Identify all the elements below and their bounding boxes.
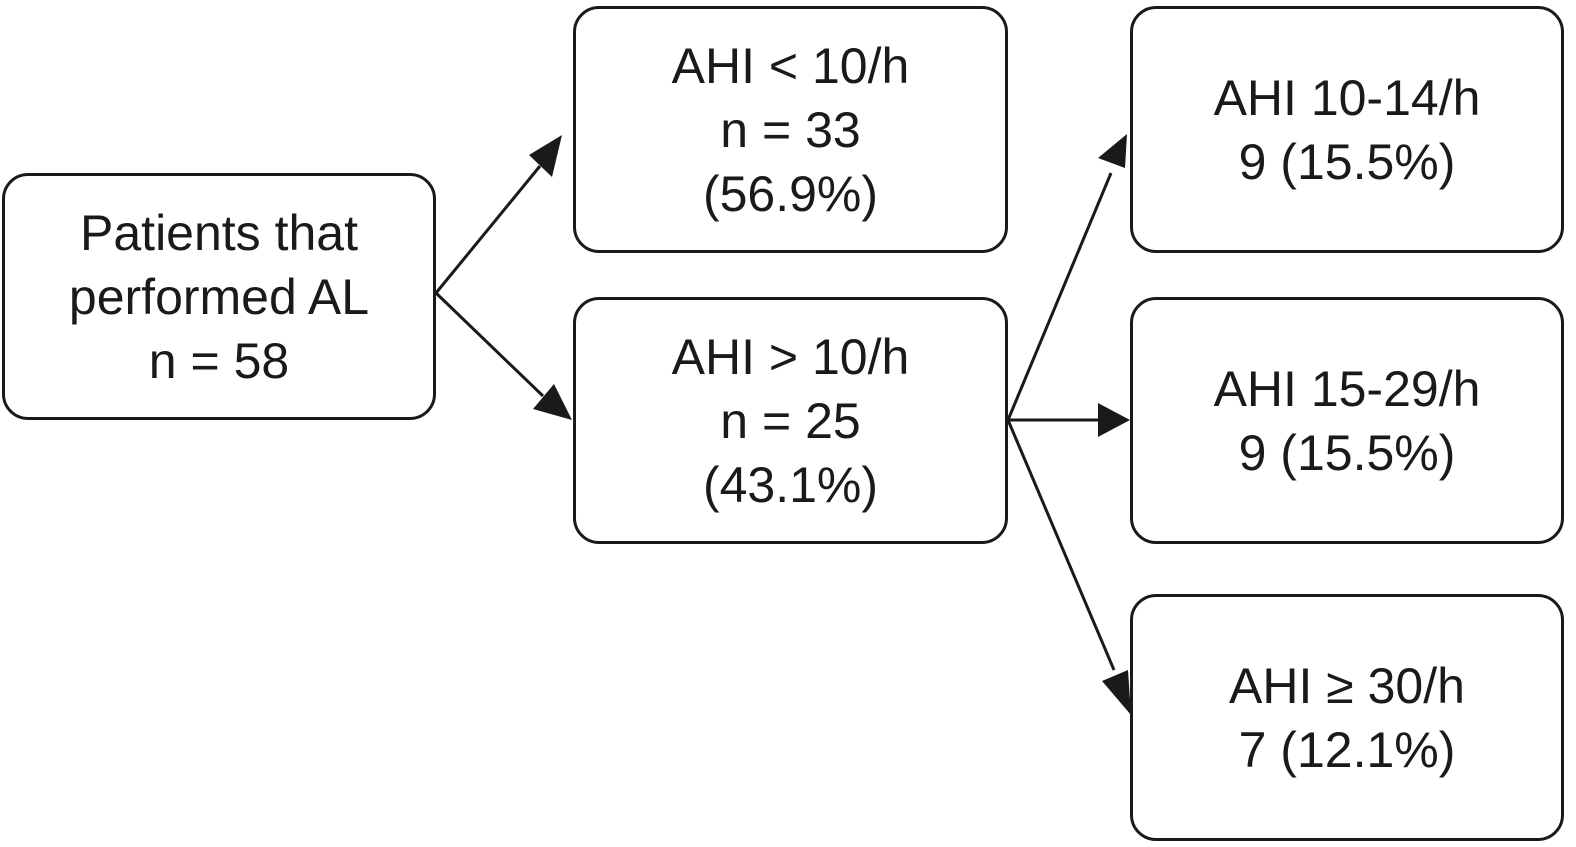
root-line-1: Patients that: [80, 204, 358, 261]
moderate-line-2: 9 (15.5%): [1238, 424, 1456, 481]
severe-line-2: 7 (12.1%): [1238, 721, 1456, 778]
node-ahi-below-10: AHI < 10/h n = 33 (56.9%): [573, 6, 1008, 253]
arrow-above-to-mild: [1006, 172, 1113, 421]
below-line-3: (56.9%): [702, 165, 879, 222]
below-line-2: n = 33: [720, 101, 861, 158]
above-line-2: n = 25: [720, 392, 861, 449]
arrowhead-severe: [1102, 670, 1131, 715]
severe-line-1: AHI ≥ 30/h: [1229, 657, 1465, 714]
mild-line-2: 9 (15.5%): [1238, 133, 1456, 190]
arrow-root-to-below: [434, 165, 542, 294]
mild-line-1: AHI 10-14/h: [1213, 69, 1481, 126]
arrow-above-to-severe: [1006, 419, 1116, 671]
root-line-3: n = 58: [148, 332, 290, 389]
root-node-patients: Patients that performed AL n = 58: [2, 173, 436, 420]
root-line-2: performed AL: [68, 268, 370, 325]
arrowhead-mild: [1098, 134, 1127, 168]
above-line-1: AHI > 10/h: [671, 328, 910, 385]
arrow-root-to-above: [434, 291, 545, 398]
node-ahi-above-10: AHI > 10/h n = 25 (43.1%): [573, 297, 1008, 544]
node-ahi-10-14: AHI 10-14/h 9 (15.5%): [1130, 6, 1564, 253]
moderate-line-1: AHI 15-29/h: [1213, 360, 1481, 417]
node-ahi-30-plus: AHI ≥ 30/h 7 (12.1%): [1130, 594, 1564, 841]
arrowhead-above: [533, 384, 572, 420]
arrowhead-moderate: [1098, 403, 1130, 437]
arrowhead-below: [529, 135, 562, 177]
above-line-3: (43.1%): [702, 456, 879, 513]
node-ahi-15-29: AHI 15-29/h 9 (15.5%): [1130, 297, 1564, 544]
below-line-1: AHI < 10/h: [671, 37, 910, 94]
